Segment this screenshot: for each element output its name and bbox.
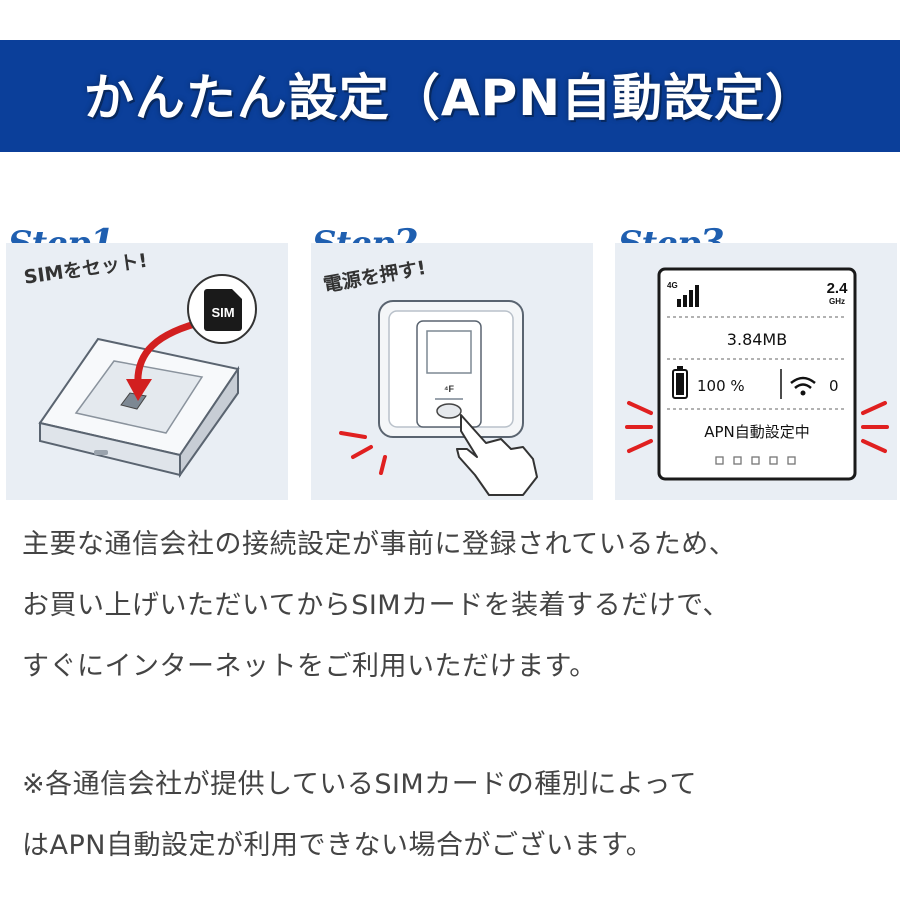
page-dots xyxy=(715,456,796,465)
step3-panel: 4G 2.4 GHz 3.84MB 100 % 0 APN自動設定中 xyxy=(615,243,897,500)
band-value: 2.4 xyxy=(827,280,849,297)
data-usage: 3.84MB xyxy=(727,330,787,349)
band-unit: GHz xyxy=(829,297,845,306)
description-line-1: 主要な通信会社の接続設定が事前に登録されているため、 xyxy=(22,529,737,560)
battery-icon xyxy=(672,366,688,399)
sim-card-label: SIM xyxy=(211,305,234,320)
router-screen-illustration: 4G 2.4 GHz 3.84MB 100 % 0 APN自動設定中 xyxy=(625,267,889,481)
battery-level: 100 % xyxy=(697,377,745,395)
note-line-2: はAPN自動設定が利用できない場合がございます。 xyxy=(22,830,654,861)
description-line-3: すぐにインターネットをご利用いただけます。 xyxy=(22,651,597,682)
wifi-icon xyxy=(790,376,816,396)
router-power-illustration: ⁴F xyxy=(339,300,538,496)
page-title: かんたん設定（APN自動設定） xyxy=(83,69,817,127)
apn-status: APN自動設定中 xyxy=(704,423,810,441)
step1-panel: SIMをセット! SIM xyxy=(6,243,288,500)
note-line-1: ※各通信会社が提供しているSIMカードの種別によって xyxy=(22,769,698,800)
step2-panel: 電源を押す! ⁴F xyxy=(311,243,593,500)
connected-clients: 0 xyxy=(829,377,839,395)
router-sim-illustration: SIM xyxy=(38,274,257,479)
header-banner: かんたん設定（APN自動設定） xyxy=(0,40,900,152)
signal-strength-icon xyxy=(677,285,699,307)
brand-logo-icon: ⁴F xyxy=(444,384,454,394)
description-line-2: お買い上げいただいてからSIMカードを装着するだけで、 xyxy=(22,590,731,621)
network-type: 4G xyxy=(667,281,678,290)
